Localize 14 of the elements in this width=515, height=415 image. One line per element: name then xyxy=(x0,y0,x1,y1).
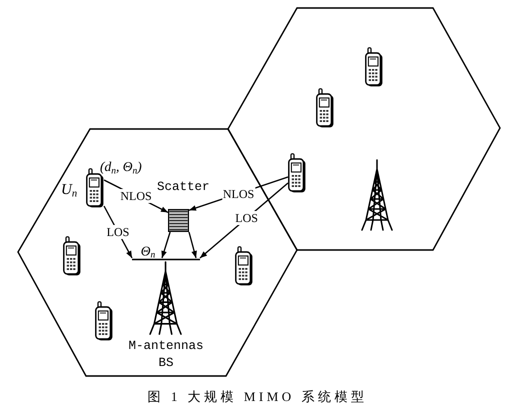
edge-label: NLOS xyxy=(119,189,153,204)
node-label: Scatter xyxy=(157,181,210,194)
node-label: M-antennas BS xyxy=(127,338,204,372)
striped-block xyxy=(168,209,189,232)
coordinate-label: (d$_{n}$, Θ$_{n}$) xyxy=(100,160,142,174)
arrow xyxy=(161,232,171,258)
symbol-label: U$_{n}$ xyxy=(61,183,78,198)
figure-caption: 图 1 大规模 MIMO 系统模型 xyxy=(148,389,368,404)
arrow xyxy=(188,232,197,258)
angle-label: Θ$_{n}$ xyxy=(140,244,156,258)
phone-icon xyxy=(288,153,306,193)
edge-label: NLOS xyxy=(222,186,256,201)
edge-label: LOS xyxy=(234,211,259,226)
edge-label: LOS xyxy=(106,225,130,239)
